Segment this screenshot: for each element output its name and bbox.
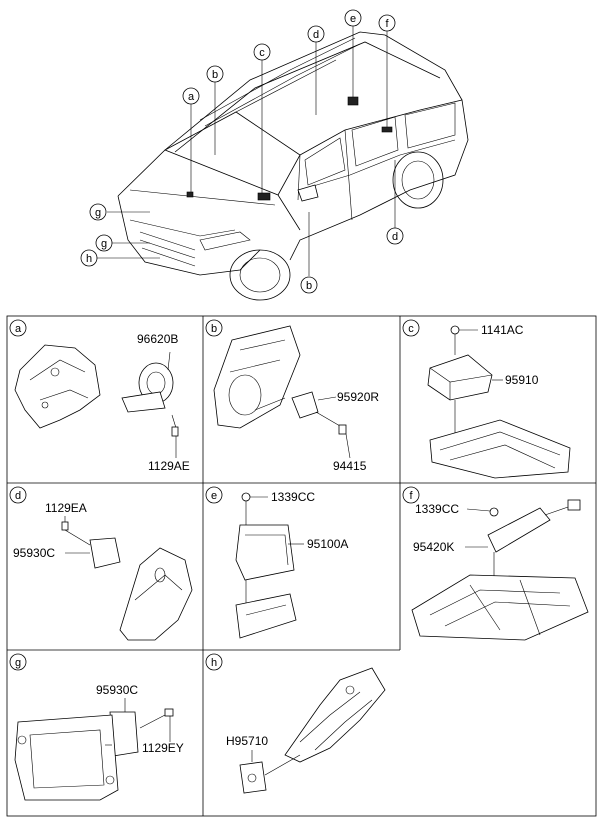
- panel-h[interactable]: h H95710: [205, 653, 386, 794]
- part-number-95930c-g: 95930C: [96, 683, 138, 697]
- panel-b[interactable]: b 95920R 94415: [205, 319, 379, 473]
- svg-text:g: g: [101, 238, 107, 250]
- part-number-95920r: 95920R: [337, 390, 379, 404]
- part-number-95420k: 95420K: [413, 540, 454, 554]
- callout-g-lower[interactable]: g: [95, 234, 113, 252]
- pillar-bracket: [235, 593, 297, 639]
- radiator-support: [14, 714, 119, 801]
- callout-h[interactable]: h: [80, 249, 98, 267]
- svg-text:d: d: [313, 29, 319, 41]
- part-number-94415: 94415: [333, 459, 367, 473]
- part-number-h95710: H95710: [226, 734, 268, 748]
- part-number-95100a: 95100A: [307, 537, 348, 551]
- panel-c[interactable]: c 1141AC 95910: [402, 319, 571, 479]
- panel-e-letter: e: [211, 490, 217, 502]
- part-number-1129ey: 1129EY: [142, 741, 184, 755]
- side-sensor-95920r: [291, 391, 319, 419]
- svg-text:a: a: [188, 91, 195, 103]
- callout-d-lower[interactable]: d: [386, 227, 404, 245]
- panel-h-letter: h: [211, 657, 217, 669]
- callout-b-lower[interactable]: b: [300, 276, 318, 294]
- vehicle-overview: a b c d e f g g h b d: [80, 9, 469, 301]
- door-inner-panel: [213, 325, 301, 429]
- panel-d[interactable]: d 1129EA 95930C: [9, 486, 193, 641]
- panel-c-letter: c: [408, 323, 414, 335]
- svg-text:d: d: [392, 231, 398, 243]
- module-95100a: [235, 524, 295, 581]
- floor-panel: [411, 574, 589, 641]
- svg-text:e: e: [350, 13, 356, 25]
- part-number-1141ac: 1141AC: [481, 323, 524, 337]
- svg-text:h: h: [86, 253, 92, 265]
- front-side-member: [284, 667, 386, 763]
- svg-text:b: b: [212, 69, 218, 81]
- svg-text:f: f: [385, 18, 389, 30]
- callout-a[interactable]: a: [182, 87, 200, 105]
- part-number-95930c: 95930C: [13, 546, 55, 560]
- svg-text:b: b: [306, 280, 312, 292]
- callout-d[interactable]: d: [307, 25, 325, 43]
- front-impact-sensor-95930c: [89, 537, 121, 569]
- svg-text:g: g: [95, 207, 101, 219]
- airbag-control-unit-95910: [427, 354, 493, 401]
- floor-tunnel: [429, 419, 571, 479]
- panel-f[interactable]: f 1339CC 95420K: [402, 486, 589, 641]
- panel-grid-lines: [6, 315, 597, 817]
- front-pillar-bracket: [119, 547, 193, 641]
- panel-g-letter: g: [15, 657, 21, 669]
- panel-g[interactable]: g 95930C 1129EY: [9, 653, 184, 801]
- callout-e[interactable]: e: [344, 9, 362, 27]
- sensor-h95710: [239, 761, 267, 794]
- callout-b[interactable]: b: [206, 65, 224, 83]
- panel-b-letter: b: [211, 323, 217, 335]
- panel-f-letter: f: [409, 490, 413, 502]
- callout-f[interactable]: f: [378, 14, 396, 32]
- callout-c[interactable]: c: [253, 43, 271, 61]
- callout-g-upper[interactable]: g: [89, 203, 107, 221]
- part-number-1339cc-f: 1339CC: [415, 502, 459, 516]
- part-number-1339cc: 1339CC: [271, 490, 315, 504]
- panel-d-letter: d: [15, 490, 21, 502]
- panel-a[interactable]: a 96620B 1129AE: [9, 319, 190, 473]
- part-number-1129ea: 1129EA: [45, 501, 87, 515]
- panel-e[interactable]: e 1339CC 95100A: [205, 486, 348, 639]
- front-bracket: [14, 344, 101, 429]
- part-number-1129ae: 1129AE: [148, 459, 190, 473]
- svg-text:c: c: [259, 47, 265, 59]
- panel-a-letter: a: [15, 323, 22, 335]
- sensor-95420k: [487, 507, 551, 553]
- part-number-95910: 95910: [505, 373, 539, 387]
- part-number-96620b: 96620B: [137, 332, 178, 346]
